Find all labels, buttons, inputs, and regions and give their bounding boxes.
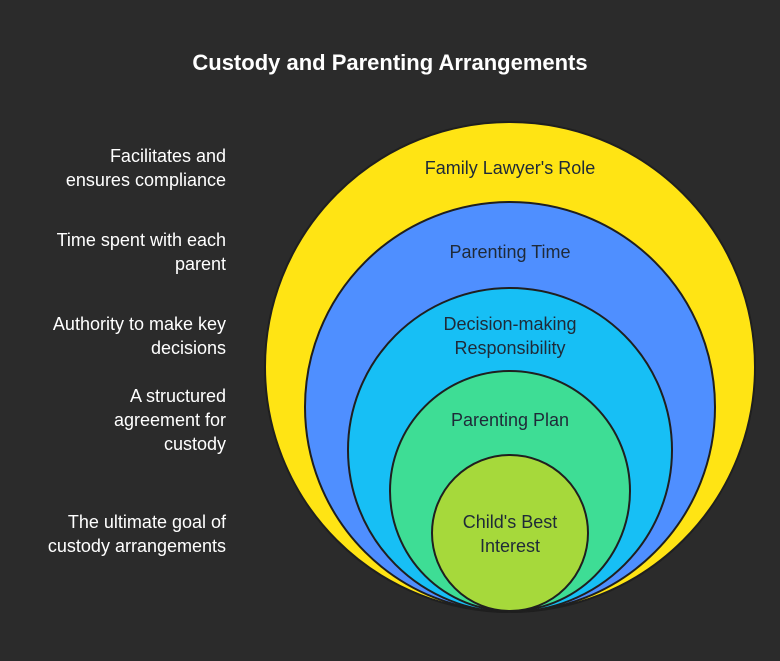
description-decision-making: Authority to make key decisions (52, 314, 226, 358)
description-family-lawyers-role: Facilitates and ensures compliance (65, 146, 226, 190)
circle-label-line: Parenting Time (449, 242, 570, 262)
description-childs-best-interest: The ultimate goal of custody arrangement… (47, 512, 226, 556)
circle-shape (431, 454, 589, 612)
circle-label-line: Parenting Plan (451, 410, 569, 430)
circle-label-line: Family Lawyer's Role (425, 158, 595, 178)
circle-label-line: Interest (480, 536, 540, 556)
page-title: Custody and Parenting Arrangements (192, 50, 588, 75)
circle-label-family-lawyers-role: Family Lawyer's Role (425, 158, 595, 178)
circle-label-line: Responsibility (454, 338, 565, 358)
circle-label-parenting-plan: Parenting Plan (451, 410, 569, 430)
circle-label-line: Child's Best (463, 512, 557, 532)
description-parenting-plan: A structured agreement for custody (113, 386, 226, 454)
circle-label-parenting-time: Parenting Time (449, 242, 570, 262)
circle-label-line: Decision-making (443, 314, 576, 334)
description-parenting-time: Time spent with each parent (56, 230, 226, 274)
